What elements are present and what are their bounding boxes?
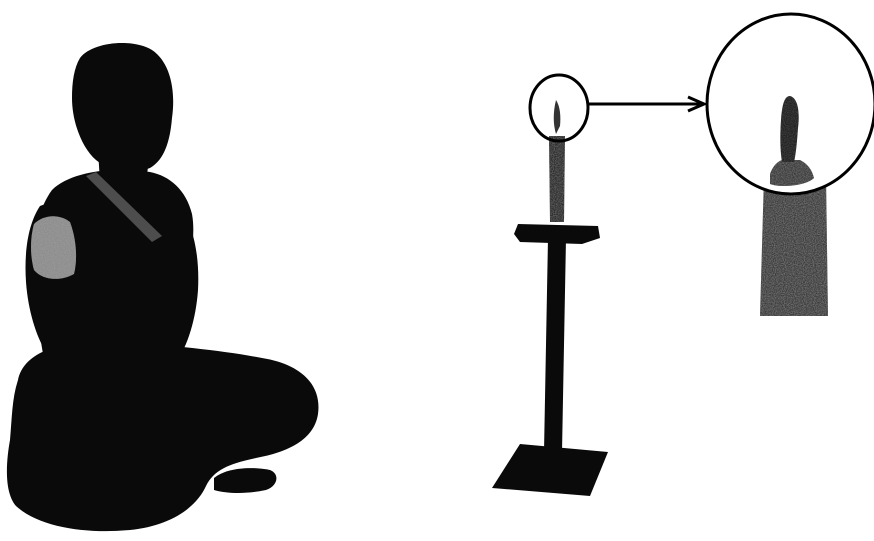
stand-pole <box>544 238 566 452</box>
stand-top-plate <box>514 224 600 244</box>
candle-flame <box>554 100 561 134</box>
seated-person-silhouette <box>7 43 319 531</box>
candle-stand <box>492 75 608 496</box>
person-legs <box>7 342 319 531</box>
magnified-flame-callout <box>707 14 874 316</box>
person-foot <box>214 468 276 493</box>
magnify-arrow <box>588 97 704 111</box>
